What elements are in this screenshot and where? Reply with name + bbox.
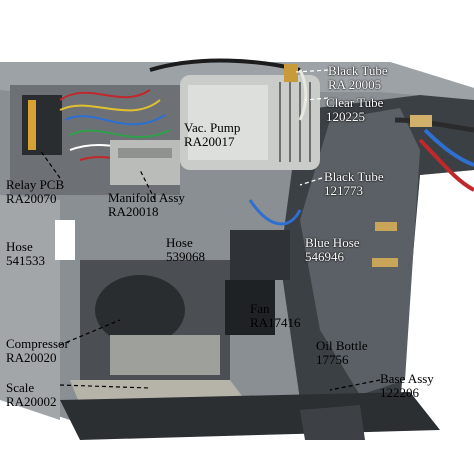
part-code: 121773 <box>324 183 363 198</box>
part-code: RA 20005 <box>328 77 382 92</box>
part-code: 539068 <box>166 249 205 264</box>
part-code: RA20017 <box>184 134 235 149</box>
label-scale: Scale RA20002 <box>6 381 57 409</box>
part-name: Clear Tube <box>326 95 384 110</box>
label-hose-mid: Hose 539068 <box>166 236 205 264</box>
part-code: 122206 <box>380 385 419 400</box>
part-name: Black Tube <box>324 169 384 184</box>
label-compressor: Compressor RA20020 <box>6 337 69 365</box>
part-name: Base Assy <box>380 371 434 386</box>
part-name: Blue Hose <box>305 235 360 250</box>
part-name: Oil Bottle <box>316 338 368 353</box>
label-hose-left: Hose 541533 <box>6 240 45 268</box>
part-code: RA20002 <box>6 394 57 409</box>
label-base-assy: Base Assy 122206 <box>380 372 434 400</box>
part-name: Scale <box>6 380 35 395</box>
part-code: 17756 <box>316 352 349 367</box>
label-manifold-assy: Manifold Assy RA20018 <box>108 191 185 219</box>
part-name: Fan <box>250 301 270 316</box>
label-blue-hose: Blue Hose 546946 <box>305 236 360 264</box>
part-name: Black Tube <box>328 63 388 78</box>
label-black-tube-mid: Black Tube 121773 <box>324 170 384 198</box>
part-code: RA17416 <box>250 315 301 330</box>
part-code: RA20020 <box>6 350 57 365</box>
part-name: Relay PCB <box>6 177 65 192</box>
label-fan: Fan RA17416 <box>250 302 301 330</box>
part-code: 546946 <box>305 249 344 264</box>
label-vac-pump: Vac. Pump RA20017 <box>184 121 240 149</box>
part-name: Hose <box>6 239 33 254</box>
label-black-tube-top: Black Tube RA 20005 <box>328 64 388 92</box>
label-clear-tube: Clear Tube 120225 <box>326 96 383 124</box>
part-code: 541533 <box>6 253 45 268</box>
part-code: RA20018 <box>108 204 159 219</box>
part-name: Manifold Assy <box>108 190 185 205</box>
part-name: Compressor <box>6 336 69 351</box>
part-name: Hose <box>166 235 193 250</box>
part-code: 120225 <box>326 109 365 124</box>
part-code: RA20070 <box>6 191 57 206</box>
part-name: Vac. Pump <box>184 120 241 135</box>
label-relay-pcb: Relay PCB RA20070 <box>6 178 64 206</box>
label-oil-bottle: Oil Bottle 17756 <box>316 339 368 367</box>
